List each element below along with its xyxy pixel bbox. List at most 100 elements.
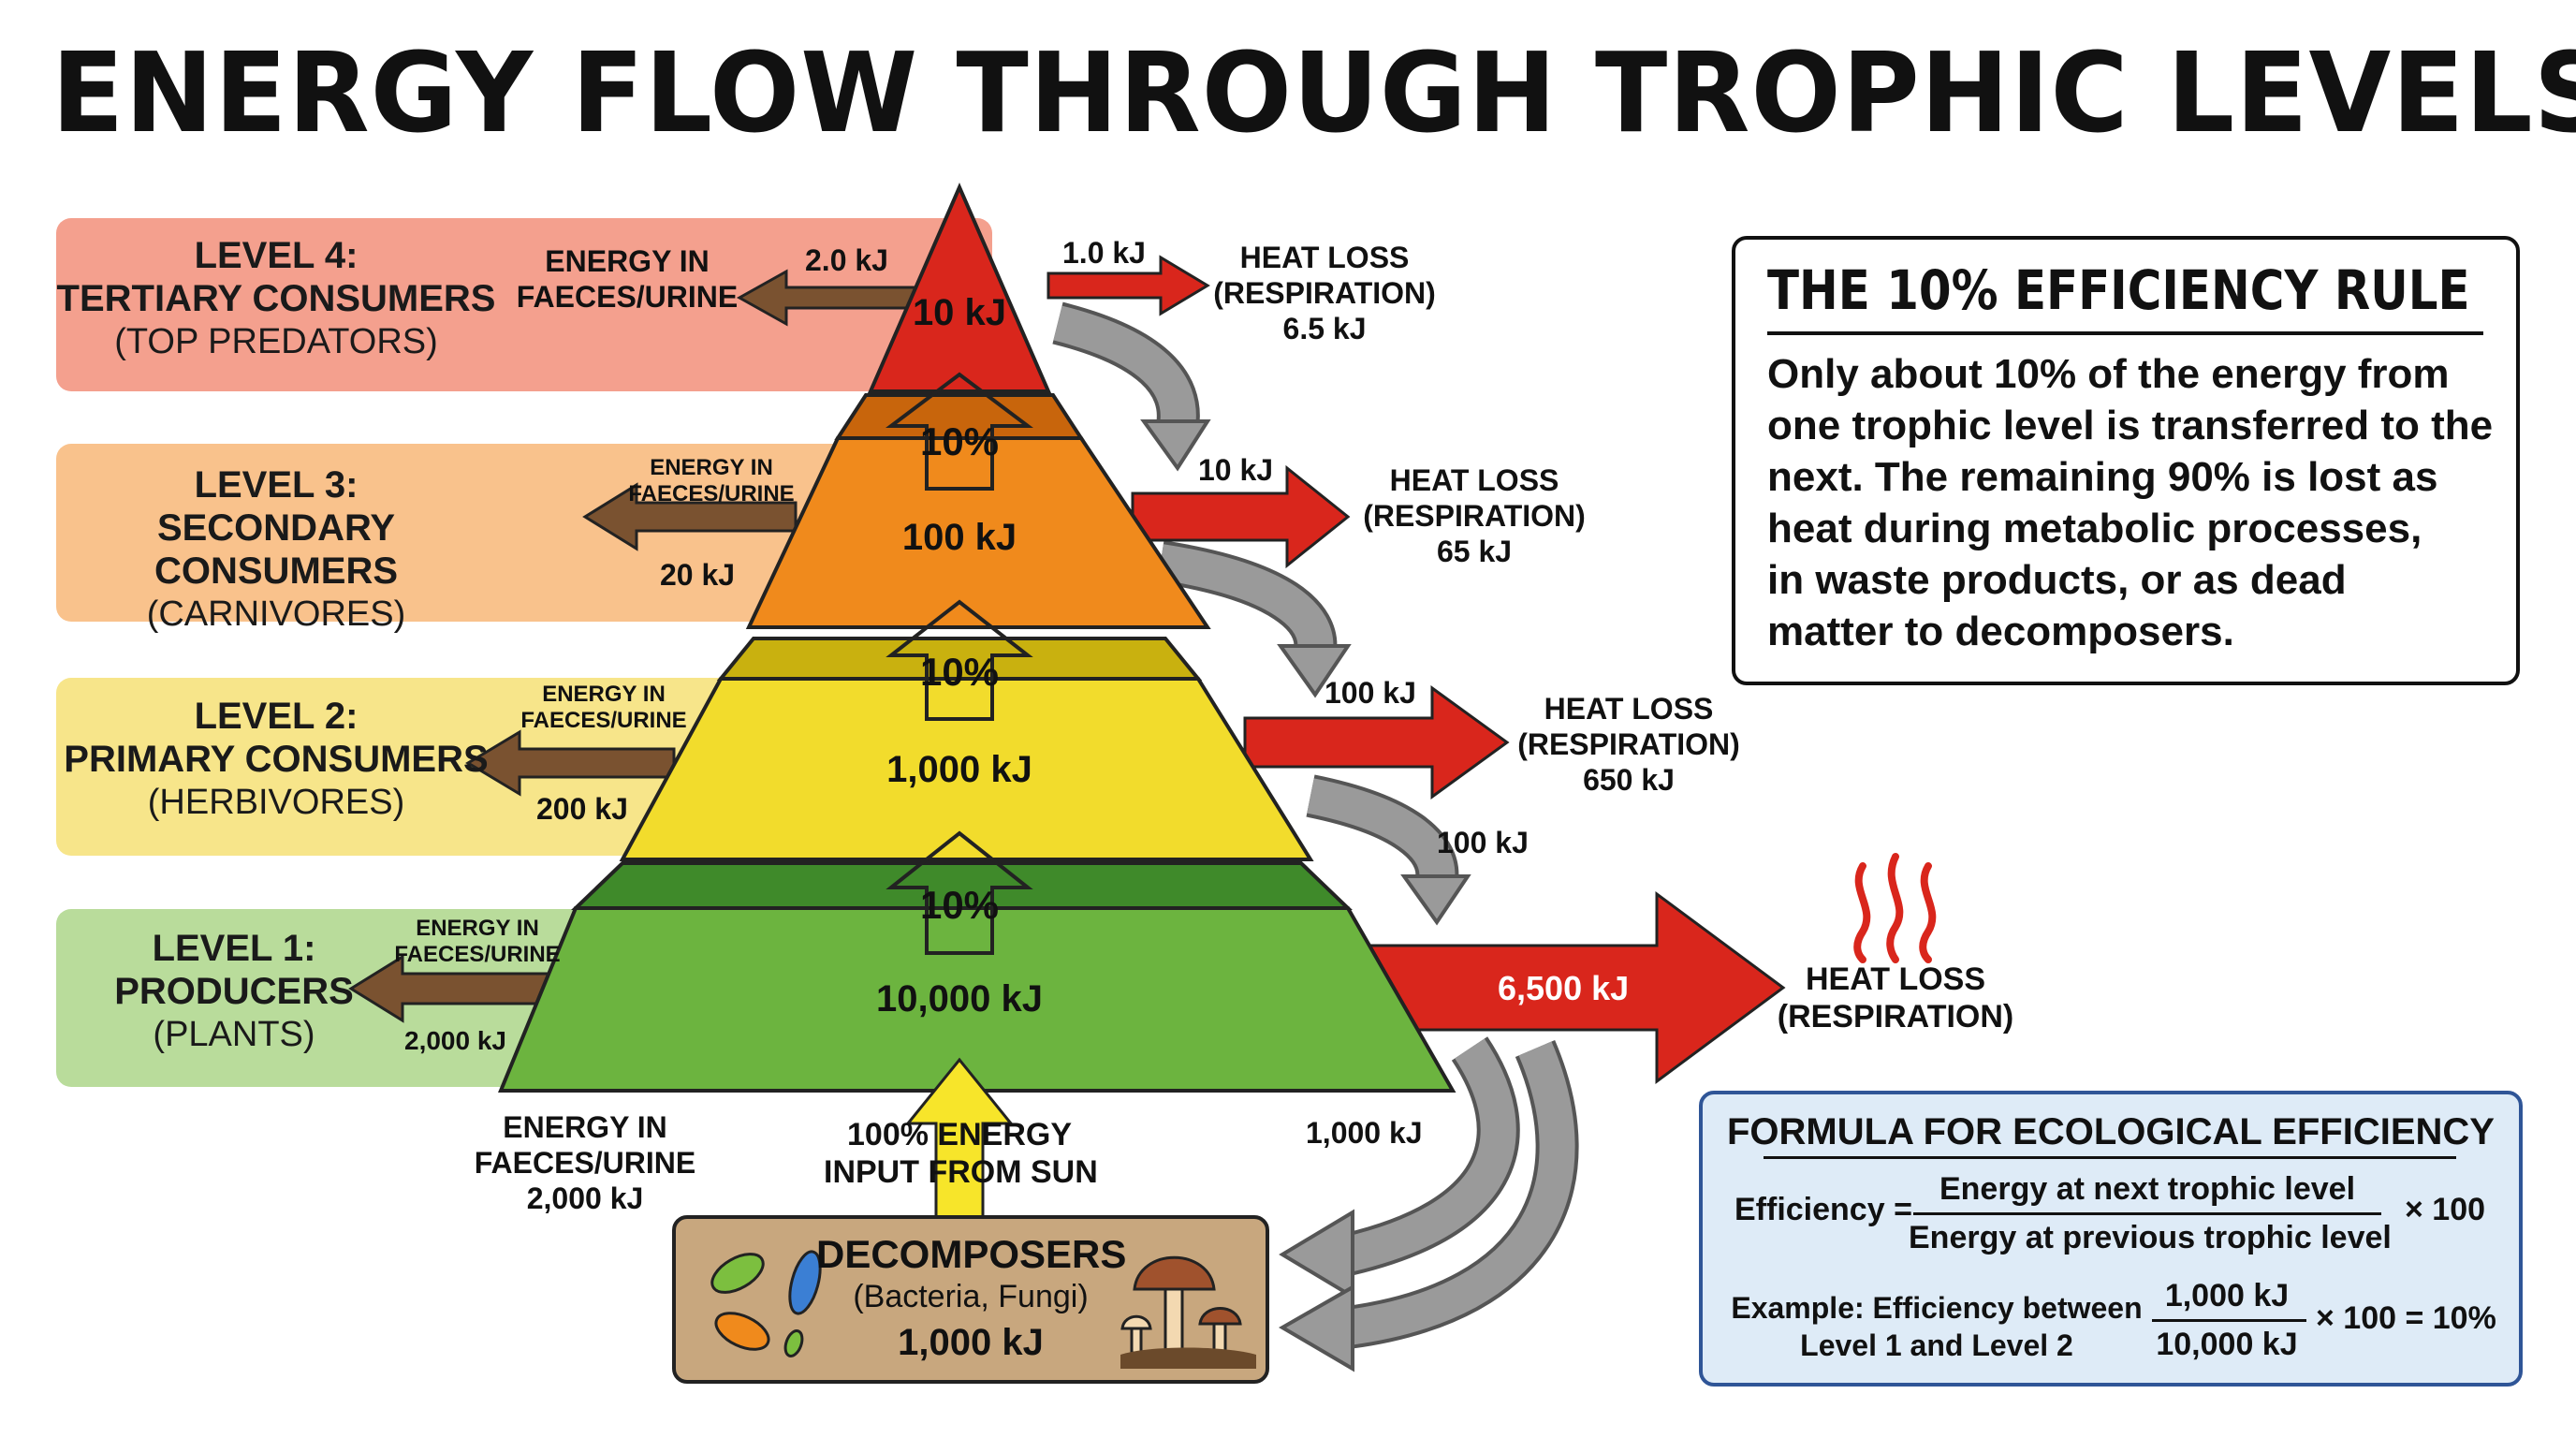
efficiency-rule-text: Only about 10% of the energy from one tr…	[1767, 348, 2516, 657]
heat-label-l1-line1: HEAT LOSS	[1805, 961, 1986, 997]
formula-denominator: Energy at previous trophic level	[1909, 1220, 2392, 1255]
level-4-role: TERTIARY CONSUMERS	[56, 278, 496, 319]
transfer-curve-arrows	[1052, 301, 1579, 1372]
efficiency-rule-underline	[1767, 331, 2483, 335]
heat-total-l4: 6.5 kJ	[1282, 312, 1367, 345]
faeces-value-l1: 2,000 kJ	[404, 1026, 506, 1055]
tier-level-1	[498, 906, 1456, 1093]
bottom-faeces-line1: ENERGY IN	[503, 1110, 667, 1144]
tier-level-4	[867, 182, 1052, 393]
heat-label-l4-line2: (RESPIRATION)	[1213, 276, 1436, 310]
level-2-label: LEVEL 2: PRIMARY CONSUMERS (HERBIVORES)	[56, 695, 496, 824]
sun-input-line2: INPUT FROM SUN	[824, 1154, 1098, 1190]
heat-label-l4-line1: HEAT LOSS	[1239, 241, 1410, 274]
sun-input-arrow	[904, 1057, 1015, 1219]
up-arrow-l2-l3	[886, 599, 1033, 721]
heat-waves-icon	[1853, 853, 1937, 963]
formula-example-bar	[2152, 1319, 2306, 1322]
heat-value-l2: 100 kJ	[1325, 676, 1416, 710]
level-3-sub: (CARNIVORES)	[146, 594, 406, 634]
level-2-name: LEVEL 2:	[194, 696, 359, 737]
rule-line-1: Only about 10% of the energy from	[1767, 351, 2450, 397]
formula-title: FORMULA FOR ECOLOGICAL EFFICIENCY	[1727, 1111, 2495, 1152]
formula-example-result: × 100 = 10%	[2316, 1300, 2496, 1336]
heat-loss-arrows	[1046, 255, 1786, 1084]
formula-box: FORMULA FOR ECOLOGICAL EFFICIENCY Effici…	[1699, 1091, 2523, 1387]
faeces-value-l4: 2.0 kJ	[805, 243, 888, 277]
level-4-label: LEVEL 4: TERTIARY CONSUMERS (TOP PREDATO…	[56, 234, 496, 363]
formula-example-numerator: 1,000 kJ	[2164, 1278, 2290, 1313]
pyramid	[498, 182, 1456, 1093]
level-4-name: LEVEL 4:	[194, 235, 359, 276]
faeces-label-l4: ENERGY IN FAECES/URINE	[516, 244, 739, 314]
heat-label-l2: HEAT LOSS (RESPIRATION) 650 kJ	[1512, 691, 1746, 798]
faeces-label-l2-line2: FAECES/URINE	[520, 708, 687, 733]
heat-label-l1: HEAT LOSS (RESPIRATION)	[1774, 961, 2017, 1035]
heat-value-l4: 1.0 kJ	[1062, 236, 1146, 270]
transfer-up-arrows	[886, 372, 1033, 955]
level-2-role: PRIMARY CONSUMERS	[64, 739, 489, 780]
level-3-name: LEVEL 3:	[194, 464, 359, 506]
heat-total-l3: 65 kJ	[1436, 535, 1513, 568]
energy-level-3: 100 kJ	[901, 517, 1017, 558]
energy-level-2: 1,000 kJ	[886, 749, 1032, 790]
formula-title-underline	[1764, 1156, 2456, 1159]
heat-arrow-l3	[1131, 464, 1351, 569]
formula-example-denominator: 10,000 kJ	[2156, 1327, 2298, 1362]
formula-numerator: Energy at next trophic level	[1939, 1171, 2356, 1207]
rule-line-3: next. The remaining 90% is lost as	[1767, 454, 2438, 500]
faeces-label-l1-line1: ENERGY IN	[416, 916, 539, 941]
bottom-faeces-value: 2,000 kJ	[526, 1181, 644, 1215]
level-1-label: LEVEL 1: PRODUCERS (PLANTS)	[56, 927, 412, 1056]
heat-label-l3: HEAT LOSS (RESPIRATION) 65 kJ	[1357, 462, 1591, 569]
faeces-arrow-l2	[465, 729, 676, 797]
percent-l1-l2: 10%	[919, 883, 1000, 927]
curve-arrow-head-l2	[1400, 874, 1471, 926]
rule-line-2: one trophic level is transferred to the	[1767, 403, 2494, 448]
heat-label-l2-line2: (RESPIRATION)	[1517, 727, 1740, 761]
faeces-label-l3-line2: FAECES/URINE	[628, 481, 795, 506]
faeces-arrow-l1	[348, 954, 549, 1023]
faeces-label-l3: ENERGY IN FAECES/URINE	[627, 455, 796, 507]
faeces-label-l1: ENERGY IN FAECES/URINE	[393, 916, 562, 968]
heat-label-l4: HEAT LOSS (RESPIRATION) 6.5 kJ	[1208, 240, 1442, 346]
mushroom-icon	[1120, 1255, 1256, 1369]
formula-fraction-bar	[1913, 1212, 2381, 1215]
rule-line-4: heat during metabolic processes,	[1767, 506, 2422, 551]
faeces-value-l2: 200 kJ	[536, 792, 628, 826]
tier-level-2	[619, 677, 1314, 861]
faeces-label-l2: ENERGY IN FAECES/URINE	[520, 682, 688, 734]
level-1-role: PRODUCERS	[114, 971, 354, 1012]
page-title: ENERGY FLOW THROUGH TROPHIC LEVELS	[51, 28, 2576, 157]
decomposers-box: DECOMPOSERS (Bacteria, Fungi) 1,000 kJ	[672, 1215, 1269, 1384]
level-3-role: SECONDARY CONSUMERS	[154, 507, 399, 592]
rule-line-5: in waste products, or as dead	[1767, 557, 2347, 603]
heat-label-l3-line2: (RESPIRATION)	[1363, 499, 1586, 533]
bacteria-icon	[710, 1250, 822, 1357]
faeces-value-l3: 20 kJ	[660, 558, 736, 592]
level-1-name: LEVEL 1:	[152, 928, 316, 969]
curve-arrow-head-l3	[1277, 644, 1352, 698]
heat-value-l1: 6,500 kJ	[1498, 969, 1630, 1007]
rule-line-6: matter to decomposers.	[1767, 609, 2234, 654]
formula-example-line1: Example: Efficiency between	[1731, 1291, 2143, 1325]
sun-input-line1: 100% ENERGY	[847, 1117, 1072, 1152]
level-4-sub: (TOP PREDATORS)	[114, 322, 438, 361]
bottom-faeces-label: ENERGY IN FAECES/URINE 2,000 kJ	[459, 1109, 711, 1216]
heat-value-l3: 10 kJ	[1198, 453, 1274, 487]
formula-lhs: Efficiency =	[1734, 1192, 1912, 1227]
heat-arrow-l2	[1243, 685, 1510, 800]
formula-example-line2: Level 1 and Level 2	[1800, 1328, 2073, 1362]
up-arrow-l1-l2	[886, 830, 1033, 955]
sun-input-label: 100% ENERGY INPUT FROM SUN	[824, 1116, 1098, 1191]
energy-level-1: 10,000 kJ	[876, 978, 1043, 1020]
efficiency-rule-title: THE 10% EFFICIENCY RULE	[1767, 258, 2470, 322]
faeces-label-l1-line2: FAECES/URINE	[394, 942, 561, 967]
faeces-arrows	[348, 269, 947, 1023]
formula-times: × 100	[2405, 1192, 2486, 1227]
percent-l3-l4: 10%	[919, 419, 1000, 463]
heat-label-l1-line2: (RESPIRATION)	[1777, 999, 2014, 1034]
faeces-label-l3-line1: ENERGY IN	[650, 455, 773, 480]
up-arrow-l3-l4	[886, 372, 1033, 491]
